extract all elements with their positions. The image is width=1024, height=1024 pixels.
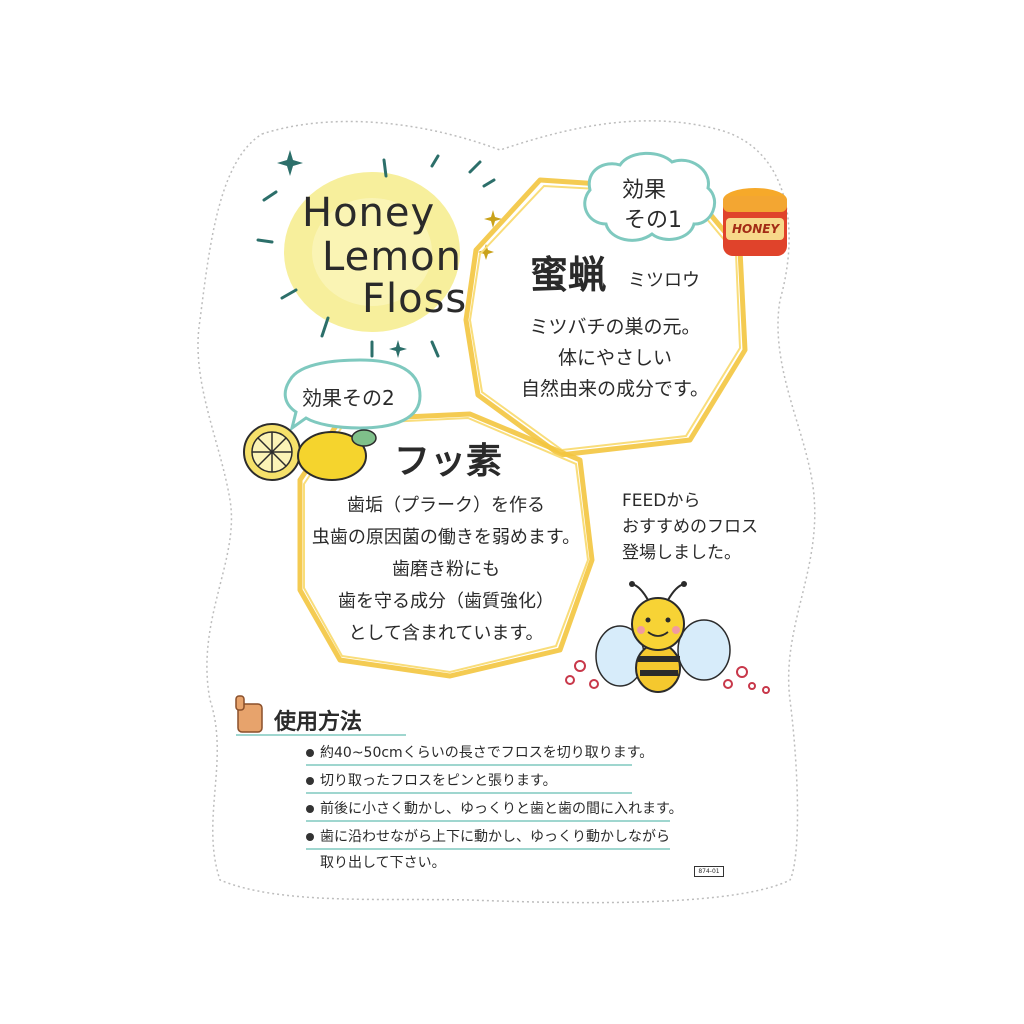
- effect2-desc-line: 虫歯の原因菌の働きを弱めます。: [311, 527, 581, 548]
- usage-item-text: 前後に小さく動かし、ゆっくりと歯と歯の間に入れます。: [320, 801, 683, 817]
- usage-rule: [306, 848, 670, 850]
- sparkle-icon: [277, 150, 502, 358]
- thumbs-up-icon: [235, 695, 263, 733]
- usage-item-text: 約40~50cmくらいの長さでフロスを切り取ります。: [320, 745, 654, 761]
- effect1-name: 蜜蝋: [530, 253, 607, 297]
- feed-note-line: おすすめのフロス: [622, 517, 758, 537]
- cut-outline: [197, 120, 816, 904]
- bullet-icon: [306, 833, 314, 841]
- usage-rule: [306, 792, 632, 794]
- feed-note-line: 登場しました。: [622, 543, 741, 563]
- effect2-desc-line: 歯を守る成分（歯質強化）: [338, 591, 554, 612]
- effect2-desc-line: 歯磨き粉にも: [392, 559, 500, 580]
- usage-item-text: 歯に沿わせながら上下に動かし、ゆっくり動かしながら: [320, 829, 670, 845]
- honey-jar-icon: [723, 188, 787, 256]
- usage-rule: [306, 764, 632, 766]
- flower-dots: [565, 660, 770, 694]
- speech-bubble-2: [283, 358, 422, 432]
- usage-item-2: 切り取ったフロスをピンと張ります。: [306, 770, 557, 790]
- ray-marks: [256, 154, 496, 358]
- usage-item-4: 歯に沿わせながら上下に動かし、ゆっくり動かしながら: [306, 826, 670, 846]
- effect2-name: フッ素: [394, 441, 503, 482]
- lemon-slice-icon: [243, 423, 301, 481]
- title-line-2: Lemon: [322, 234, 462, 280]
- effect2-description: 歯垢（プラーク）を作る 虫歯の原因菌の働きを弱めます。 歯磨き粉にも 歯を守る成…: [296, 490, 596, 650]
- usage-item-1: 約40~50cmくらいの長さでフロスを切り取ります。: [306, 742, 653, 762]
- title-line-3: Floss: [362, 276, 468, 322]
- usage-title-rule: [236, 734, 406, 736]
- effect2-desc-line: 歯垢（プラーク）を作る: [347, 495, 545, 516]
- usage-rule: [306, 820, 670, 822]
- effect1-description: ミツバチの巣の元。 体にやさしい 自然由来の成分です。: [500, 312, 730, 405]
- feed-note: FEEDから おすすめのフロス 登場しました。: [622, 488, 758, 566]
- usage-item-3: 前後に小さく動かし、ゆっくりと歯と歯の間に入れます。: [306, 798, 683, 818]
- effect1-desc-line: 自然由来の成分です。: [520, 378, 710, 400]
- title-line-1: Honey: [302, 190, 436, 236]
- honey-jar-label: HONEY: [732, 222, 780, 236]
- lemon-icon: [297, 429, 377, 481]
- effect2-badge: 効果その2: [302, 386, 395, 410]
- effect2-desc-line: として含まれています。: [348, 623, 544, 644]
- effect1-badge-line2: その1: [624, 208, 682, 233]
- bullet-icon: [306, 805, 314, 813]
- bee-icon: [595, 581, 731, 693]
- product-code: 874-01: [694, 866, 724, 877]
- effect1-desc-line: 体にやさしい: [557, 347, 672, 369]
- bullet-icon: [306, 777, 314, 785]
- cloud-badge-1: [583, 151, 716, 242]
- effect1-reading: ミツロウ: [628, 270, 700, 291]
- feed-note-line: FEEDから: [622, 491, 701, 511]
- effect1-badge-line1: 効果: [622, 178, 667, 203]
- usage-title: 使用方法: [274, 710, 363, 735]
- usage-item-4-cont: 取り出して下さい。: [320, 855, 446, 871]
- effect1-desc-line: ミツバチの巣の元。: [529, 316, 701, 338]
- usage-item-text: 切り取ったフロスをピンと張ります。: [320, 773, 557, 789]
- bullet-icon: [306, 749, 314, 757]
